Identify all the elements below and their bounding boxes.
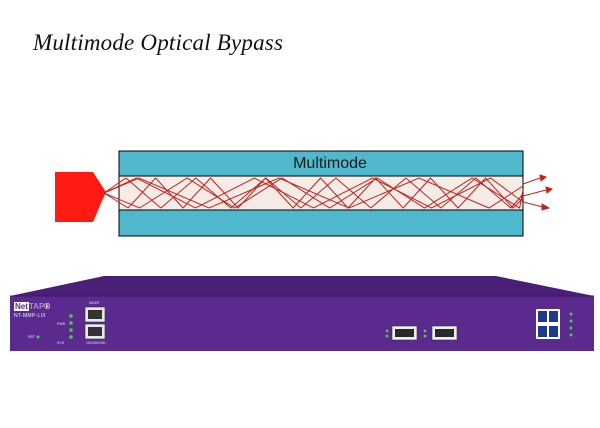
mgmt-sub-label: 10/100/1000 (86, 341, 106, 345)
light-source (55, 172, 106, 222)
brand-logo: NetTAP® (14, 302, 51, 311)
rst-label: RST (28, 335, 35, 339)
fiber-cladding-top (118, 150, 524, 177)
status-leds (36, 314, 73, 339)
light-ray (103, 177, 524, 209)
multimode-fiber-diagram (55, 150, 554, 237)
chassis-top (10, 276, 594, 296)
mgmt-label: MGMT (89, 301, 100, 305)
chassis-front (10, 296, 594, 351)
light-ray (103, 177, 524, 209)
fiber-cladding-bottom (118, 209, 524, 237)
light-rays (103, 177, 524, 209)
mgmt-rj45-ports (84, 306, 106, 340)
model-number: NT-MMP-LIX (14, 313, 46, 319)
sfp-ports (385, 325, 458, 341)
page-title: Multimode Optical Bypass (33, 30, 284, 55)
lc-fiber-ports (536, 309, 573, 339)
led-label-sys: SYS (57, 341, 65, 345)
led-label-pwr: PWR (57, 322, 66, 326)
exit-arrows (522, 174, 554, 211)
fiber-label: Multimode (293, 155, 367, 172)
light-ray (103, 177, 524, 209)
